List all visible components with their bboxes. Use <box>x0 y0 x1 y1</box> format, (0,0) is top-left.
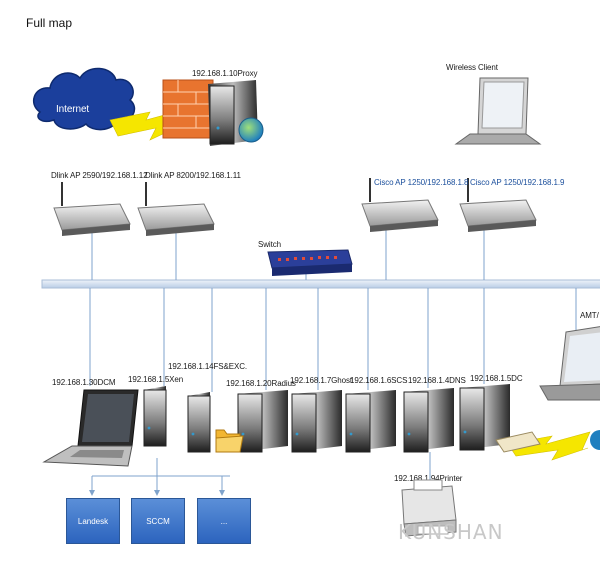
access-point-icon-4 <box>459 178 537 232</box>
amt-label: AMT/ <box>580 311 599 320</box>
ap-label-3: Cisco AP 1250/192.168.1.8 <box>374 178 469 187</box>
internet-label: Internet <box>56 104 90 115</box>
access-point-icon-3 <box>361 178 439 232</box>
switch-label: Switch <box>258 240 281 249</box>
server-label-ghost: 192.168.1.7Ghost <box>290 376 353 385</box>
server-label-dcm: 192.168.1.30DCM <box>52 378 116 387</box>
ap-label-1: Dlink AP 2590/192.168.1.12 <box>51 171 148 180</box>
printer-label: 192.168.1.94Printer <box>394 474 463 483</box>
globe-icon-2 <box>590 430 600 450</box>
network-bus <box>41 279 600 289</box>
access-point-icon-1 <box>53 182 131 236</box>
firewall-icon <box>162 79 214 139</box>
sccm-label: SCCM <box>146 516 170 526</box>
server-label-radius: 192.168.1.20Radius <box>226 379 296 388</box>
connection-lines <box>89 230 577 492</box>
more-box: ... <box>197 498 251 544</box>
server-label-scs: 192.168.1.6SCS <box>350 376 408 385</box>
server-label-xen: 192.168.1.5Xen <box>128 375 184 384</box>
ap-label-2: Dlink AP 8200/192.168.1.11 <box>145 171 241 180</box>
page-title: Full map <box>26 16 73 30</box>
arrow-heads <box>89 490 225 496</box>
ap-label-4: Cisco AP 1250/192.168.1.9 <box>470 178 565 187</box>
server-label-dc: 192.168.1.5DC <box>470 374 523 383</box>
internet-cloud-icon <box>32 67 136 131</box>
sccm-box: SCCM <box>131 498 185 544</box>
watermark: KUNSHAN <box>398 520 504 544</box>
amt-laptop-icon <box>539 326 600 401</box>
wireless-client-label: Wireless Client <box>446 63 498 72</box>
access-point-icon-2 <box>137 182 215 236</box>
globe-icon <box>238 117 264 143</box>
switch-icon <box>267 249 353 276</box>
lightning-icon-2 <box>507 431 591 461</box>
more-label: ... <box>220 516 228 526</box>
wireless-client-laptop-icon <box>454 77 542 145</box>
proxy-label: 192.168.1.10Proxy <box>192 69 258 78</box>
landesk-label: Landesk <box>77 516 109 526</box>
landesk-box: Landesk <box>66 498 120 544</box>
server-label-dns: 192.168.1.4DNS <box>408 376 466 385</box>
server-label-fs: 192.168.1.14FS&EXC. <box>168 362 248 371</box>
